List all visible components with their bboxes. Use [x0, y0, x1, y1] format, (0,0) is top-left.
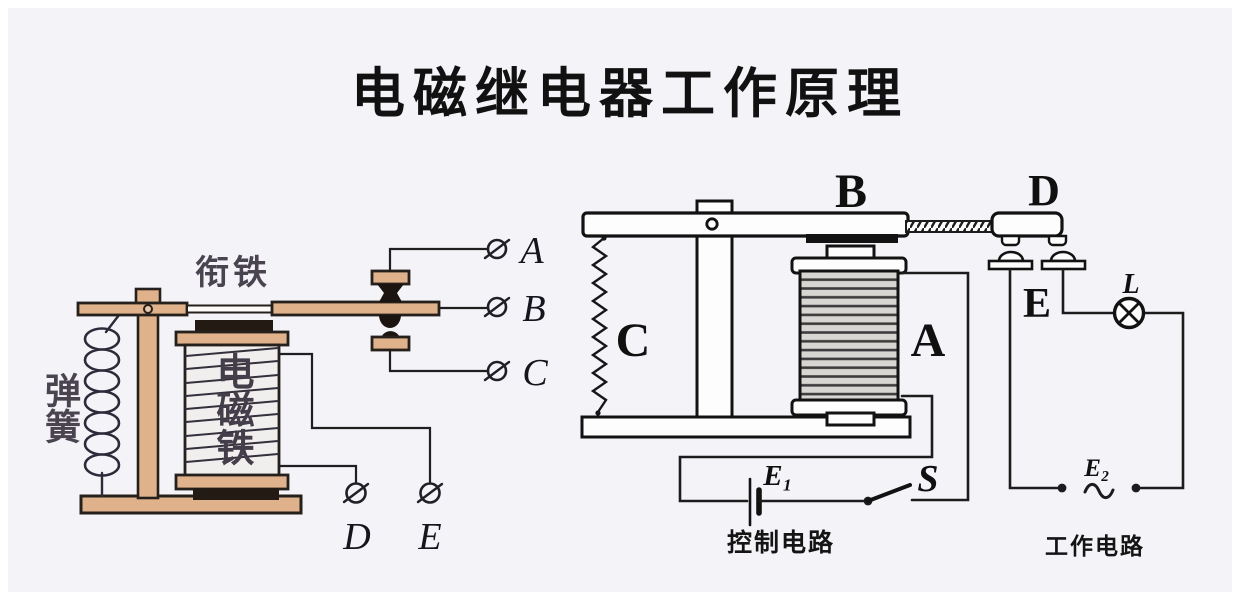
left-relay-diagram: 衔铁 弹簧 电磁铁 A B C D E — [40, 230, 548, 558]
left-spring-connectors — [100, 313, 121, 498]
armature-b-label: B — [835, 165, 867, 218]
lamp-l-label: L — [1121, 269, 1139, 300]
left-armature-rod — [186, 304, 273, 314]
left-contact-arm — [270, 300, 441, 317]
right-coil-body — [798, 269, 900, 405]
left-upper-contact-bar — [370, 269, 411, 286]
right-spring-zigzag — [590, 236, 609, 414]
terminal-a-icon — [483, 238, 511, 260]
lamp-wire — [1061, 268, 1116, 315]
control-circuit-wire-right — [900, 271, 970, 502]
fixed-contact-right-dome — [1049, 250, 1077, 263]
battery-e1-label: E₁ — [762, 460, 792, 492]
left-spring-coil — [83, 327, 121, 477]
left-base-plate — [79, 494, 303, 515]
push-rod — [905, 220, 993, 233]
fixed-contact-right-bar — [1040, 259, 1087, 271]
control-circuit-caption: 控制电路 — [727, 529, 835, 557]
switch-s-label: S — [917, 458, 938, 500]
control-circuit-wire-left — [678, 394, 934, 503]
left-armature-bar — [76, 301, 189, 317]
source-terminal-left — [1057, 483, 1067, 493]
left-moving-contact-icon — [379, 315, 401, 328]
page-title: 电磁继电器工作原理 — [351, 64, 909, 124]
wire-to-terminal-e — [278, 352, 432, 485]
switch-icon — [863, 483, 912, 506]
left-coil-top-cap — [195, 320, 273, 334]
terminal-e-label: E — [417, 516, 441, 558]
right-pivot-icon — [705, 217, 719, 231]
left-coil-top-flange — [174, 330, 290, 347]
left-post — [136, 311, 160, 500]
terminal-b-icon — [483, 296, 511, 318]
armature-label: 衔铁 — [195, 254, 271, 292]
battery-icon — [748, 477, 865, 527]
spring-bottom-pin — [595, 410, 601, 416]
terminal-b-label: B — [522, 288, 545, 330]
terminal-d-icon — [342, 482, 370, 504]
terminal-e-icon — [416, 482, 444, 504]
fixed-contact-left-bar — [987, 259, 1034, 271]
right-coil-core-bottom — [825, 411, 876, 427]
moving-contact-left-bump — [1000, 234, 1021, 247]
source-e2-label: E₂ — [1083, 455, 1109, 482]
left-coil-bottom-cap — [193, 488, 279, 500]
moving-contact-right-bump — [1047, 234, 1068, 247]
terminal-a-label: A — [517, 230, 544, 272]
ac-source-icon — [1083, 482, 1115, 500]
working-circuit-caption: 工作电路 — [1045, 533, 1145, 559]
working-circuit-wire-right — [1139, 311, 1185, 490]
spring-label: 弹簧 — [40, 372, 81, 444]
contact-d-label: D — [1028, 166, 1060, 215]
left-upper-contact-icon — [377, 284, 404, 302]
left-lower-contact-bar — [370, 335, 411, 352]
spring-c-label: C — [616, 314, 651, 367]
terminal-d-label: D — [342, 516, 370, 558]
armature-pole-pad — [806, 234, 898, 243]
lamp-icon — [1112, 296, 1146, 330]
contacts-e-label: E — [1023, 281, 1051, 327]
wire-to-terminal-d — [277, 464, 358, 485]
terminal-c-icon — [483, 360, 511, 382]
right-circuit-diagram: B D C A E L E₁ S E₂ 控制电路 工作电路 — [580, 165, 1185, 559]
coil-a-label: A — [911, 314, 946, 367]
wire-to-terminal-c — [388, 348, 490, 373]
left-coil-bottom-flange — [174, 473, 290, 491]
fixed-contact-left-dome — [997, 250, 1025, 263]
wire-to-terminal-a — [388, 247, 490, 273]
left-pivot-icon — [143, 304, 153, 314]
electromagnet-label: 电磁铁 — [210, 352, 254, 466]
terminal-c-label: C — [522, 352, 548, 394]
left-coil-winding-lines — [185, 347, 279, 463]
source-terminal-right — [1131, 483, 1141, 493]
moving-contact-bar — [990, 211, 1064, 238]
working-circuit-wire-left — [1008, 268, 1059, 490]
